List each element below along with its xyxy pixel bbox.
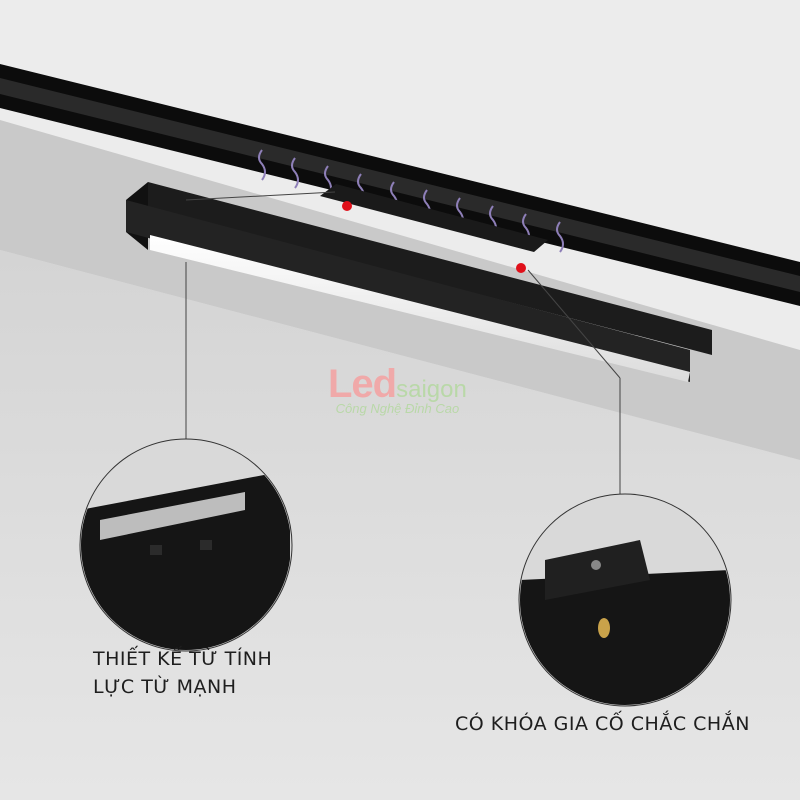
leader-lines [185,191,621,495]
magnetic-adapter [320,184,548,252]
fixture-lens [150,235,690,382]
caption-magnetic-design: THIẾT KẾ TỪ TÍNH LỰC TỪ MẠNH [93,645,272,701]
logo-text-saigon: saigon [396,376,467,403]
caption-line: LỰC TỪ MẠNH [93,676,237,698]
track-groove [0,78,800,292]
caption-line: THIẾT KẾ TỪ TÍNH [93,648,273,670]
logo-text-led: Led [328,362,397,406]
caption-lock: CÓ KHÓA GIA CỐ CHẮC CHẮN [455,713,750,735]
fixture-top [148,182,712,355]
brand-logo: Ledsaigon Công Nghệ Đỉnh Cao [328,362,467,416]
detail-circle-magnet [79,438,293,652]
marker-dot [516,263,526,273]
detail-circle-lock [518,493,732,707]
marker-dot [342,201,352,211]
logo-tagline: Công Nghệ Đỉnh Cao [335,401,460,416]
